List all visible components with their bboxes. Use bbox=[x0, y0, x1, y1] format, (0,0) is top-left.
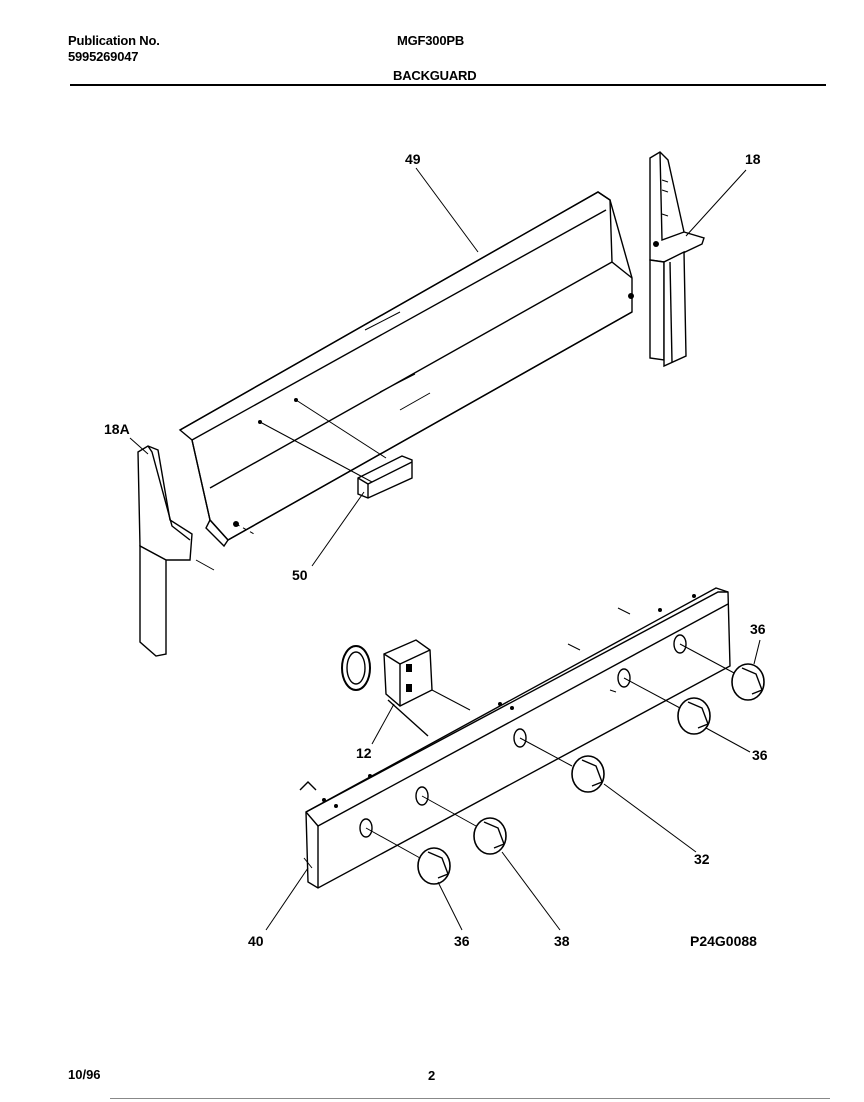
callout-40: 40 bbox=[248, 933, 264, 949]
control-panel bbox=[299, 587, 731, 889]
knob-32 bbox=[519, 737, 605, 793]
callout-36-top: 36 bbox=[750, 621, 766, 637]
footer-date: 10/96 bbox=[68, 1067, 101, 1082]
callout-49: 49 bbox=[405, 151, 421, 167]
callout-36-bottom: 36 bbox=[454, 933, 470, 949]
publication-label: Publication No. bbox=[68, 33, 160, 48]
callout-38: 38 bbox=[554, 933, 570, 949]
knob-36-top bbox=[679, 643, 765, 701]
section-title: BACKGUARD bbox=[393, 68, 477, 83]
callout-36-middle: 36 bbox=[752, 747, 768, 763]
bracket-part bbox=[258, 398, 413, 499]
callout-12: 12 bbox=[356, 745, 372, 761]
footer-rule bbox=[110, 1098, 830, 1099]
right-end-cap bbox=[649, 151, 705, 368]
callout-50: 50 bbox=[292, 567, 308, 583]
knob-36-bottom bbox=[365, 827, 451, 885]
switch-component bbox=[341, 639, 471, 737]
left-end-cap bbox=[137, 445, 215, 657]
publication-number: 5995269047 bbox=[68, 49, 139, 64]
callout-32: 32 bbox=[694, 851, 710, 867]
callout-18a: 18A bbox=[104, 421, 130, 437]
leader-lines bbox=[129, 167, 761, 931]
knob-36-middle bbox=[623, 677, 711, 735]
figure-code: P24G0088 bbox=[690, 933, 757, 949]
header-rule bbox=[70, 84, 826, 86]
callout-18: 18 bbox=[745, 151, 761, 167]
page-number: 2 bbox=[428, 1068, 436, 1083]
model-number: MGF300PB bbox=[397, 33, 465, 48]
knob-38 bbox=[421, 795, 507, 855]
backguard-panel bbox=[178, 191, 634, 548]
